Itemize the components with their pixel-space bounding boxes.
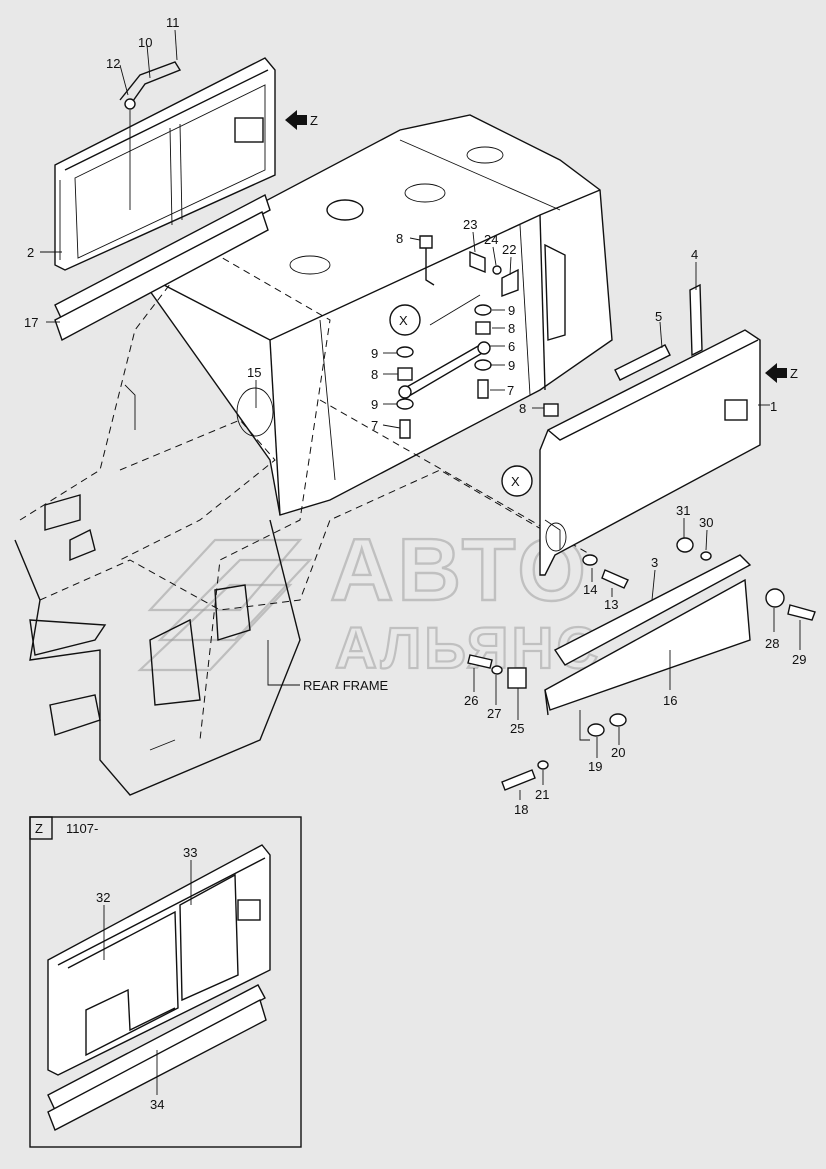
callout-8b: 8	[508, 321, 515, 336]
rear-frame	[14, 244, 601, 796]
callout-8a: 8	[396, 231, 403, 246]
callout-18: 18	[514, 802, 528, 817]
gas-stay	[119, 61, 559, 439]
x-marker-1: X	[389, 304, 421, 336]
callout-8c: 8	[371, 367, 378, 382]
callout-33: 33	[183, 845, 197, 860]
callouts: 1 2 3 4 5 6 7 7 8 8 8 8 9 9 9 9 10 11 12…	[24, 15, 806, 1112]
fasteners	[467, 537, 816, 791]
left-door	[54, 57, 276, 271]
callout-25: 25	[510, 721, 524, 736]
callout-12: 12	[106, 56, 120, 71]
callout-34: 34	[150, 1097, 164, 1112]
callout-22: 22	[502, 242, 516, 257]
callout-9b: 9	[371, 346, 378, 361]
callout-23: 23	[463, 217, 477, 232]
inset-view-box	[29, 816, 53, 840]
arrow-left-icon	[765, 363, 787, 383]
callout-6: 6	[508, 339, 515, 354]
parts-4-5	[614, 283, 703, 381]
callout-11: 11	[166, 15, 180, 30]
callout-15: 15	[247, 365, 261, 380]
callout-9d: 9	[371, 397, 378, 412]
callout-24: 24	[484, 232, 498, 247]
arrow-right-icon	[285, 110, 307, 130]
x-marker-label: X	[511, 474, 520, 489]
inset-view-z: Z 1107-	[29, 816, 302, 1148]
watermark-logo-icon	[137, 538, 313, 672]
callout-7a: 7	[507, 383, 514, 398]
callout-17: 17	[24, 315, 38, 330]
inset-view-letter: Z	[35, 821, 43, 836]
callout-30: 30	[699, 515, 713, 530]
callout-29: 29	[792, 652, 806, 667]
callout-4: 4	[691, 247, 698, 262]
callout-13: 13	[604, 597, 618, 612]
callout-21: 21	[535, 787, 549, 802]
callout-27: 27	[487, 706, 501, 721]
watermark-line2: АЛЬЯНС	[335, 616, 601, 681]
rear-frame-text: REAR FRAME	[303, 678, 389, 693]
right-door	[539, 329, 761, 576]
callout-9a: 9	[508, 303, 515, 318]
callout-10: 10	[138, 35, 152, 50]
callout-8d: 8	[519, 401, 526, 416]
z-marker-left: Z	[285, 110, 318, 130]
callout-14: 14	[583, 582, 597, 597]
callout-7b: 7	[371, 418, 378, 433]
inset-serial: 1107-	[66, 821, 98, 836]
x-marker-2: X	[501, 465, 533, 497]
callout-2: 2	[27, 245, 34, 260]
x-marker-label: X	[399, 313, 408, 328]
callout-1: 1	[770, 399, 777, 414]
strip-17	[54, 193, 271, 342]
callout-28: 28	[765, 636, 779, 651]
callout-19: 19	[588, 759, 602, 774]
z-marker-label: Z	[790, 366, 798, 381]
callout-9c: 9	[508, 358, 515, 373]
z-marker-label: Z	[310, 113, 318, 128]
lower-step	[507, 554, 752, 741]
callout-31: 31	[676, 503, 690, 518]
leader-lines	[40, 29, 801, 800]
watermark: АВТО АЛЬЯНС	[137, 519, 601, 682]
callout-5: 5	[655, 309, 662, 324]
z-marker-right: Z	[765, 363, 798, 383]
callout-32: 32	[96, 890, 110, 905]
callout-16: 16	[663, 693, 677, 708]
inset-frame	[29, 816, 302, 1148]
rear-frame-label: REAR FRAME	[267, 640, 389, 693]
callout-3: 3	[651, 555, 658, 570]
callout-20: 20	[611, 745, 625, 760]
callout-26: 26	[464, 693, 478, 708]
